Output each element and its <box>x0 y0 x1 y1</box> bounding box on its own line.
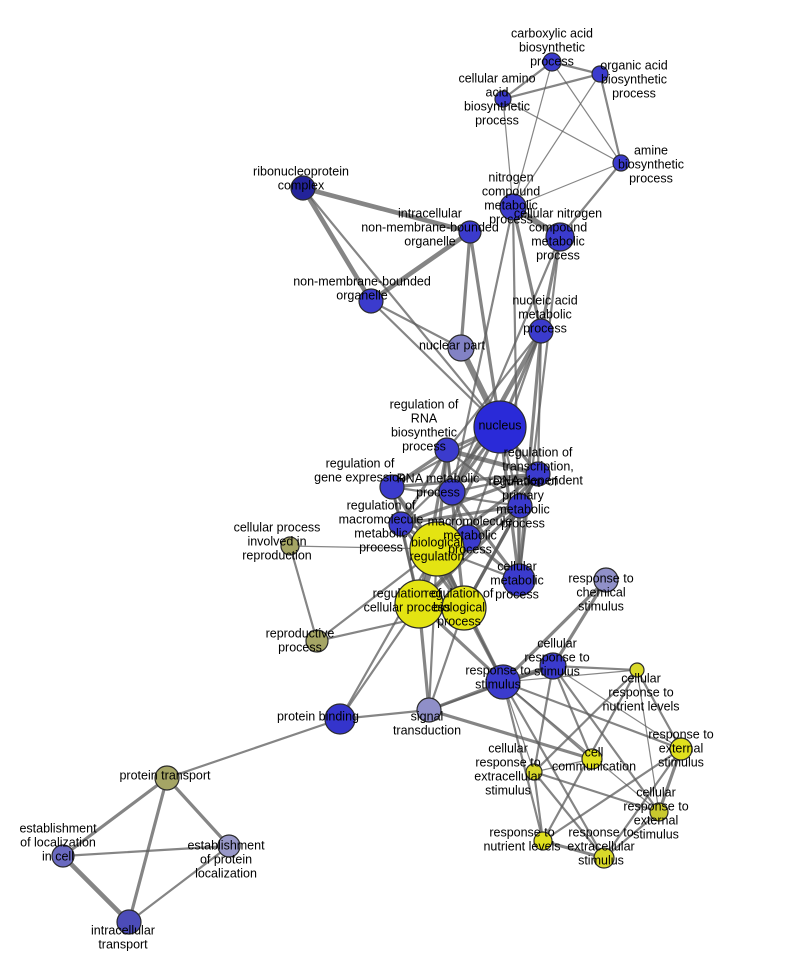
edge-prottrans-estloc <box>61 776 169 858</box>
edge-cellrespextra-cellrespext <box>532 770 661 814</box>
node-orgacid[interactable]: organic acid biosynthetic process <box>591 65 609 83</box>
edge-respstim-respchem <box>501 578 608 684</box>
edge-inmborg-nucpart <box>459 230 472 350</box>
node-respnutr[interactable]: response to nutrient levels <box>533 831 553 851</box>
node-bioreg[interactable]: biological regulation <box>409 521 465 577</box>
node-respchem[interactable]: response to chemical stimulus <box>593 567 619 593</box>
edge-respstim-cellrespext <box>502 681 660 813</box>
node-respextra[interactable]: response to extracellular stimulus <box>593 847 615 869</box>
node-rnp[interactable]: ribonucleoprotein complex <box>290 175 316 201</box>
edge-rnp-nmborg <box>300 185 374 304</box>
node-cellrespext[interactable]: cellular response to external stimulus <box>649 802 669 822</box>
edge-orgacid-amine <box>598 72 623 165</box>
edge-estprotloc-intratrans <box>127 844 231 924</box>
edge-aminoacid-nitrogen <box>502 98 514 208</box>
edge-protbind-prottrans <box>165 717 342 780</box>
edge-regmacro-regprim <box>399 504 522 526</box>
node-cellrepro[interactable]: cellular process involved in reproductio… <box>280 536 300 556</box>
node-cellrespextra[interactable]: cellular response to extracellular stimu… <box>525 763 543 781</box>
edge-carbox-aminoacid <box>501 60 554 101</box>
edge-prottrans-estprotloc <box>165 776 231 848</box>
edge-carbox-nitrogen <box>512 61 553 208</box>
edge-amine-cellnitro <box>558 161 623 239</box>
edge-aminoacid-amine <box>502 98 622 164</box>
edge-cellrespnutr-cellrespext <box>636 669 660 813</box>
edge-respstim-cellrespnutr <box>502 669 638 683</box>
edge-estloc-intratrans <box>60 853 132 925</box>
edge-cellresp-cellcomm <box>551 664 594 761</box>
node-regprim[interactable]: regulation of primary metabolic process <box>507 493 533 519</box>
node-repro[interactable]: reproductive process <box>305 629 329 653</box>
edge-cellresp-respchem <box>551 578 608 668</box>
node-regcell[interactable]: regulation of cellular process <box>394 579 444 629</box>
node-regtxn[interactable]: regulation of transcription, DNA-depende… <box>525 461 551 487</box>
edge-respnutr-cellrespextra <box>532 770 545 843</box>
edge-respext-cellrespnutr <box>635 668 683 751</box>
edge-cellrepro-repro <box>288 544 319 643</box>
edge-cellresp-cellrespnutr <box>551 664 639 672</box>
edge-regtxn-reggene <box>390 472 540 489</box>
node-regmacro[interactable]: regulation of macromolecule metabolic pr… <box>388 511 414 537</box>
node-amine[interactable]: amine biosynthetic process <box>612 154 630 172</box>
edge-carbox-amine <box>551 61 622 164</box>
node-carbox[interactable]: carboxylic acid biosynthetic process <box>542 52 562 72</box>
node-aminoacid[interactable]: cellular amino acid biosynthetic process <box>494 90 512 108</box>
edge-inmborg-nucleus <box>468 230 502 429</box>
edge-orgacid-aminoacid <box>501 72 602 101</box>
edge-estloc-estprotloc <box>61 844 231 858</box>
edge-nucacid-regrna <box>445 329 543 452</box>
edge-nmborg-nucleus <box>369 299 502 429</box>
edge-inmborg-nmborg <box>368 229 473 304</box>
edge-nmborg-nucpart <box>369 299 463 350</box>
node-intratrans[interactable]: intracellular transport <box>116 909 142 935</box>
edge-cellresp-cellrespextra <box>532 664 555 774</box>
node-prottrans[interactable]: protein transport <box>154 765 180 791</box>
node-nucleus[interactable]: nucleus <box>473 400 527 454</box>
edge-rnamet-cellmet <box>450 490 521 582</box>
node-rnamet[interactable]: RNA metabolic process <box>438 478 466 506</box>
edge-orgacid-nitrogen <box>512 73 601 208</box>
node-protbind[interactable]: protein binding <box>324 703 356 735</box>
edge-cellresp-cellrespext <box>551 664 661 814</box>
node-nmborg[interactable]: non-membrane-bounded organelle <box>358 288 384 314</box>
edge-respext-respnutr <box>541 747 683 843</box>
node-cellnitro[interactable]: cellular nitrogen compound metabolic pro… <box>545 222 575 252</box>
edge-respstim-respnutr <box>501 680 545 843</box>
node-reggene[interactable]: regulation of gene expression <box>379 474 405 500</box>
edge-nucacid-cellmet <box>517 329 543 582</box>
edge-rnp-inmborg <box>300 185 473 235</box>
edge-nitrogen-nucacid <box>511 205 543 333</box>
edge-cellnitro-rnamet <box>450 235 562 494</box>
edge-amine-nitrogen <box>512 162 622 208</box>
edge-cellnitro-nucacid <box>539 235 562 333</box>
node-nitrogen[interactable]: nitrogen compound metabolic process <box>499 193 527 221</box>
edge-nucacid-regtxn <box>536 329 543 476</box>
node-estprotloc[interactable]: establishment of protein localization <box>217 834 241 858</box>
node-nucacid[interactable]: nucleic acid metabolic process <box>528 318 554 344</box>
edge-rnp-nucleus <box>301 186 502 429</box>
node-respext[interactable]: response to external stimulus <box>669 737 693 761</box>
node-cellcomm[interactable]: cell communication <box>581 748 603 770</box>
edge-cellrespnutr-cellrespextra <box>532 668 639 774</box>
edge-respstim-respextra <box>501 680 606 860</box>
edge-bioreg-protbind <box>338 547 439 721</box>
edge-respext-respextra <box>602 747 683 860</box>
edge-sigtrans-cellcomm <box>427 708 594 761</box>
edge-respextra-cellrespextra <box>532 770 606 860</box>
node-cellresp[interactable]: cellular response to stimulus <box>539 652 567 680</box>
node-regrna[interactable]: regulation of RNA biosynthetic process <box>434 437 460 463</box>
node-estloc[interactable]: establishment of localization in cell <box>51 844 75 868</box>
node-cellmet[interactable]: cellular metabolic process <box>502 563 536 597</box>
node-regbio[interactable]: regulation of biological process <box>441 585 487 631</box>
node-nucpart[interactable]: nuclear part <box>447 334 475 362</box>
edge-regrna-regtxn <box>444 447 541 477</box>
edge-respextra-cellrespext <box>602 810 661 860</box>
node-sigtrans[interactable]: signal transduction <box>416 697 442 723</box>
node-respstim[interactable]: response to stimulus <box>485 664 521 700</box>
node-cellrespnutr[interactable]: cellular response to nutrient levels <box>629 662 645 678</box>
node-inmborg[interactable]: intracellular non-membrane-bounded organ… <box>458 220 482 244</box>
